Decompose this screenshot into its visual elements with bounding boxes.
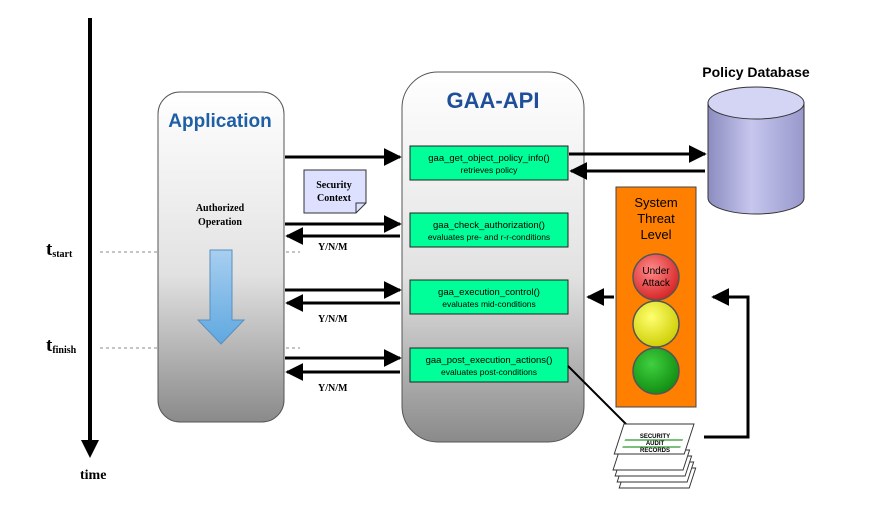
gaa-db-arrows	[569, 145, 707, 180]
function-box-check-authorization: gaa_check_authorization() evaluates pre-…	[409, 212, 569, 248]
application-column: Application Authorized Operation	[157, 91, 285, 423]
red-light	[632, 253, 680, 301]
threat-line3: Level	[640, 227, 671, 242]
t-start-label: tstart	[46, 239, 73, 260]
function-box-get-policy: gaa_get_object_policy_info() retrieves p…	[409, 145, 569, 181]
operation-down-arrow	[196, 249, 246, 345]
response-label-3: Y/N/M	[318, 383, 348, 394]
security-context-line2: Context	[317, 193, 352, 204]
function-desc: evaluates mid-conditions	[442, 299, 536, 309]
function-name: gaa_post_execution_actions()	[426, 355, 553, 366]
application-title: Application	[168, 111, 271, 132]
red-light-label-line2: Attack	[642, 278, 671, 289]
response-label-2: Y/N/M	[318, 314, 348, 325]
app-gaa-arrows: Y/N/M Y/N/M Y/N/M	[285, 148, 402, 394]
threat-level-panel: System Threat Level Under Attack	[615, 186, 697, 408]
t-finish-label: tfinish	[46, 335, 77, 356]
green-light	[632, 347, 680, 395]
operation-label-line2: Operation	[198, 217, 242, 228]
function-name: gaa_get_object_policy_info()	[428, 153, 549, 164]
function-desc: evaluates pre- and r-r-conditions	[428, 232, 550, 242]
operation-label-line1: Authorized	[196, 203, 245, 214]
threat-line2: Threat	[637, 211, 675, 226]
audit-label-line2: AUDIT	[646, 441, 665, 447]
database-cylinder-body	[707, 102, 805, 215]
database-cylinder-top	[707, 86, 805, 120]
gaa-api-box	[401, 71, 585, 443]
function-box-execution-control: gaa_execution_control() evaluates mid-co…	[409, 279, 569, 315]
function-desc: evaluates post-conditions	[441, 367, 537, 377]
audit-label-line1: SECURITY	[640, 434, 670, 440]
gaa-api-column: GAA-API gaa_get_object_policy_info() ret…	[401, 71, 585, 443]
gaa-api-title: GAA-API	[447, 88, 540, 113]
threat-line1: System	[634, 195, 677, 210]
time-label: time	[80, 468, 106, 483]
security-audit-records	[612, 423, 697, 489]
security-context-note: Security Context	[303, 169, 367, 214]
function-box-post-execution: gaa_post_execution_actions() evaluates p…	[409, 347, 569, 383]
policy-database: Policy Database	[702, 64, 810, 215]
function-name: gaa_check_authorization()	[433, 220, 545, 231]
audit-label-line3: RECORDS	[640, 448, 670, 454]
time-arrow-head	[81, 440, 99, 458]
response-label-1: Y/N/M	[318, 242, 348, 253]
audit-feedback-arrow	[704, 288, 750, 439]
timeline: time tstart tfinish	[46, 18, 300, 483]
function-desc: retrieves policy	[461, 165, 518, 175]
yellow-light	[632, 300, 680, 348]
red-light-label-line1: Under	[642, 266, 670, 277]
security-context-line1: Security	[316, 180, 352, 191]
function-name: gaa_execution_control()	[438, 287, 540, 298]
policy-database-title: Policy Database	[702, 64, 810, 80]
post-execution-to-audit-arrow	[567, 365, 637, 435]
